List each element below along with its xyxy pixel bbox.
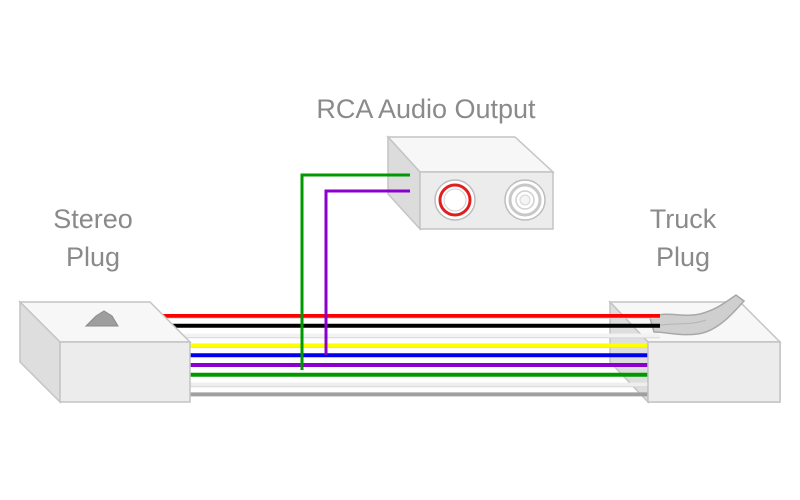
truck-plug-label-line1: Truck (650, 204, 717, 234)
violet-tap-wire (324, 189, 410, 355)
rca-audio-output-label: RCA Audio Output (316, 94, 536, 124)
stereo-plug-key-icon (84, 310, 119, 327)
truck-plug-label-line2: Plug (656, 242, 710, 272)
truck-plug-latch-icon (649, 294, 746, 336)
rca-output-box (386, 135, 555, 231)
stereo-plug-label-line2: Plug (66, 242, 120, 272)
rca-jack-left[interactable] (434, 179, 476, 221)
stereo-plug-label-line1: Stereo (53, 204, 133, 234)
harness-wires (150, 314, 660, 397)
stereo-plug-front (59, 341, 191, 403)
truck-plug-front-overlay (647, 341, 781, 403)
rca-jack-right[interactable] (504, 179, 546, 221)
stereo-plug (18, 300, 192, 404)
green-tap-wire (300, 173, 410, 370)
